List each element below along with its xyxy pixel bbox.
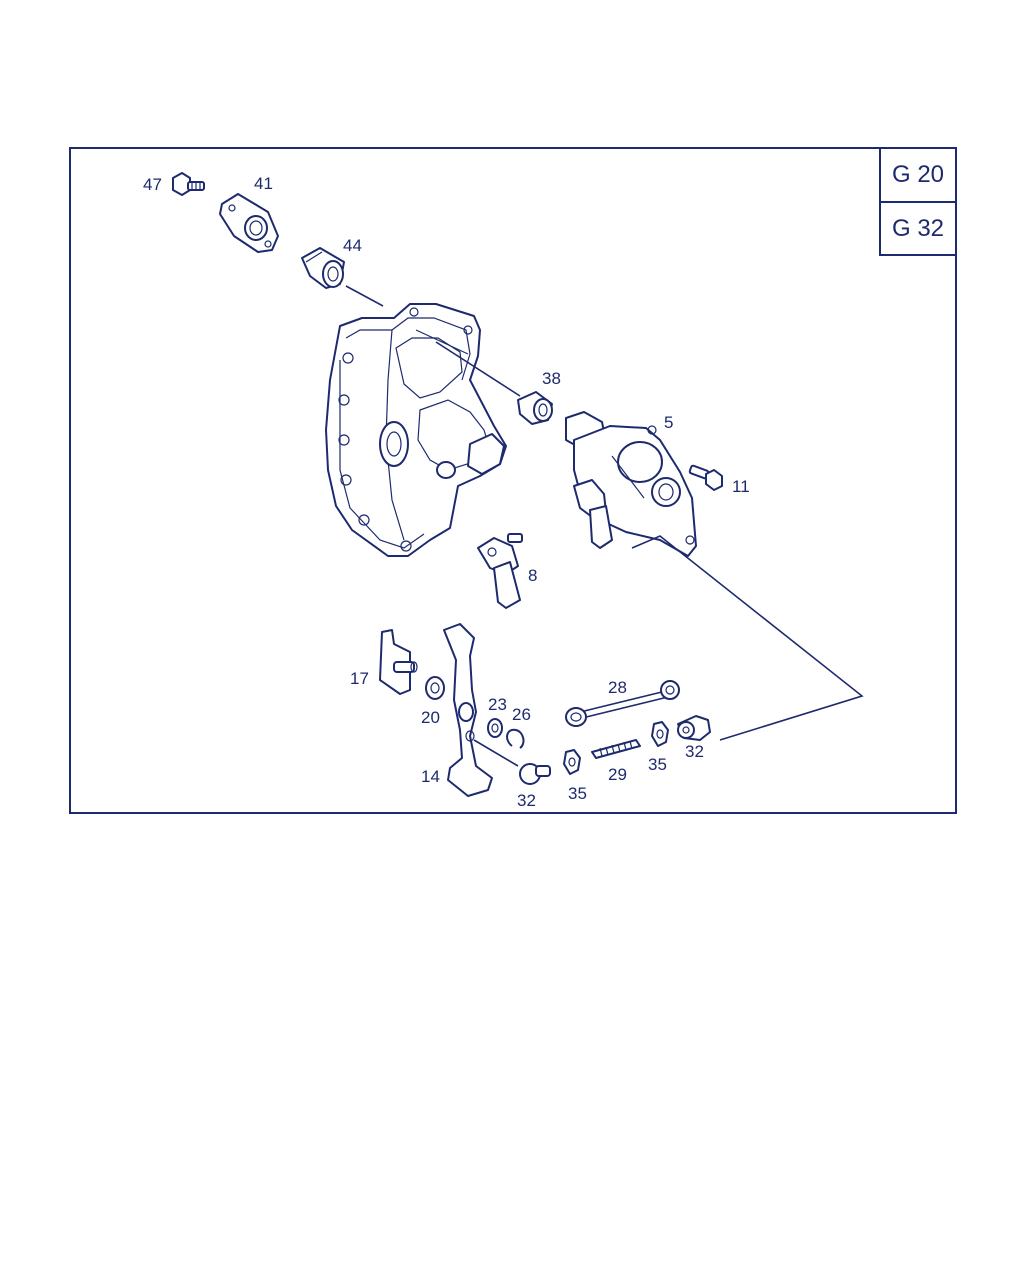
callout-29: 29 — [608, 765, 627, 784]
callout-32-left: 32 — [517, 791, 536, 810]
group-code-g32: G 32 — [891, 215, 945, 242]
callout-5: 5 — [664, 413, 673, 432]
part-35-nut-left — [563, 749, 581, 775]
part-26-circlip — [506, 728, 525, 749]
part-23-ring — [487, 718, 503, 738]
callout-23: 23 — [488, 695, 507, 714]
callout-8: 8 — [528, 566, 537, 585]
leader-14-32 — [473, 739, 519, 767]
part-38-bushing — [517, 391, 553, 425]
leader-44 — [345, 285, 384, 307]
part-41-flange — [219, 193, 279, 253]
callout-26: 26 — [512, 705, 531, 724]
part-transmission-housing — [325, 303, 507, 557]
part-35-nut-right — [651, 721, 669, 747]
diagram-frame: G 20 G 32 — [69, 147, 957, 814]
callout-41: 41 — [254, 174, 273, 193]
part-20-washer — [425, 676, 445, 700]
part-29-stud — [591, 739, 641, 759]
leader-5-to-rod — [631, 535, 864, 741]
callout-35-left: 35 — [568, 784, 587, 803]
part-11-screw — [688, 464, 723, 491]
part-17-bracket — [379, 629, 418, 695]
part-5-shift-housing — [565, 411, 697, 557]
leader-38 — [435, 341, 521, 397]
callout-20: 20 — [421, 708, 440, 727]
callout-47: 47 — [143, 175, 162, 194]
part-47-bolt — [172, 172, 205, 196]
part-28-rod — [565, 680, 680, 727]
callout-28: 28 — [608, 678, 627, 697]
callout-35-right: 35 — [648, 755, 667, 774]
part-44-sleeve — [301, 247, 345, 289]
callout-32-right: 32 — [685, 742, 704, 761]
callout-17: 17 — [350, 669, 369, 688]
callout-11: 11 — [732, 477, 750, 496]
group-code-g20: G 20 — [881, 149, 955, 203]
callout-14: 14 — [421, 767, 440, 786]
callout-38: 38 — [542, 369, 561, 388]
group-code-box: G 20 G 32 — [879, 147, 957, 256]
part-32-ball-socket-right — [677, 715, 711, 741]
part-32-ball-stud-left — [519, 763, 551, 785]
callout-44: 44 — [343, 236, 362, 255]
part-14-lever — [443, 623, 493, 797]
part-8-sensor — [477, 533, 523, 609]
